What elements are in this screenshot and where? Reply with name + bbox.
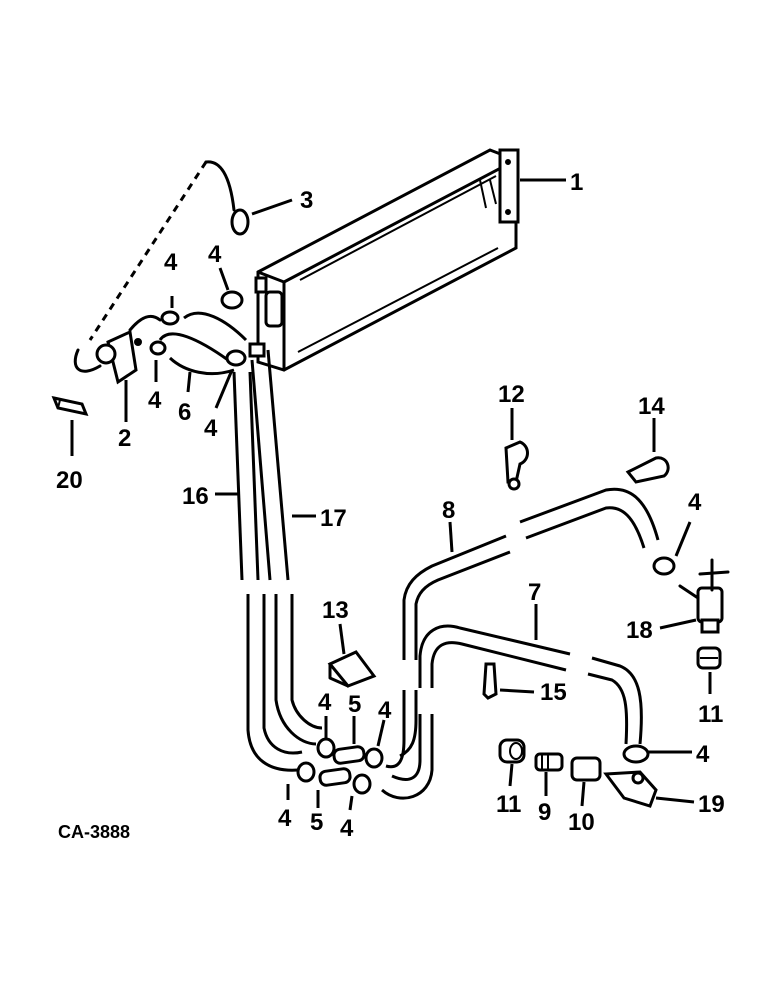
connectors-5 [318, 745, 366, 787]
callout-14: 14 [638, 393, 665, 420]
nipple-9 [534, 752, 564, 772]
elbow-14 [625, 456, 670, 484]
clamps-4-top [149, 290, 247, 367]
callout-4: 4 [204, 415, 218, 442]
hose-17 [250, 349, 323, 746]
callout-6: 6 [178, 399, 191, 426]
fitting-11-right [696, 646, 722, 670]
callout-4: 4 [278, 805, 292, 832]
callout-8: 8 [442, 497, 455, 524]
callout-1: 1 [570, 169, 583, 196]
callout-4: 4 [688, 489, 702, 516]
bolt-15 [482, 662, 498, 700]
bracket-13 [327, 650, 377, 688]
coupling-10 [570, 756, 602, 782]
callout-16: 16 [182, 483, 209, 510]
callout-4: 4 [696, 741, 710, 768]
callout-17: 17 [320, 505, 347, 532]
callout-20: 20 [56, 467, 83, 494]
hose-7 [381, 624, 643, 800]
callout-9: 9 [538, 799, 551, 826]
callout-11: 11 [698, 701, 723, 728]
heater-core [248, 148, 520, 372]
clamp-4-right [622, 744, 650, 764]
callout-4: 4 [164, 249, 178, 276]
hose-6 [158, 311, 248, 376]
callout-18: 18 [626, 617, 653, 644]
callout-10: 10 [568, 809, 595, 836]
callout-7: 7 [528, 579, 541, 606]
callout-4: 4 [340, 815, 354, 842]
fitting-11-bottom [498, 738, 526, 764]
callout-15: 15 [540, 679, 567, 706]
wire-clamp [204, 160, 250, 236]
clamps-4-bottom [296, 737, 384, 795]
bracket [73, 314, 162, 385]
diagram-code: CA-3888 [58, 822, 130, 842]
callout-19: 19 [698, 791, 725, 818]
callout-5: 5 [348, 691, 361, 718]
valve-19 [603, 770, 658, 808]
callout-4: 4 [378, 697, 392, 724]
hose-8 [385, 487, 660, 769]
callout-4: 4 [318, 689, 332, 716]
callout-13: 13 [322, 597, 349, 624]
callout-11: 11 [496, 791, 521, 818]
hose-16 [232, 371, 303, 772]
fitting-20 [51, 395, 89, 417]
callout-4: 4 [148, 387, 162, 414]
callout-3: 3 [300, 187, 313, 214]
callout-2: 2 [118, 425, 131, 452]
fitting-12 [504, 440, 529, 491]
callout-4: 4 [208, 241, 222, 268]
callout-5: 5 [310, 809, 323, 836]
callout-12: 12 [498, 381, 525, 408]
valve-18 [652, 556, 730, 634]
